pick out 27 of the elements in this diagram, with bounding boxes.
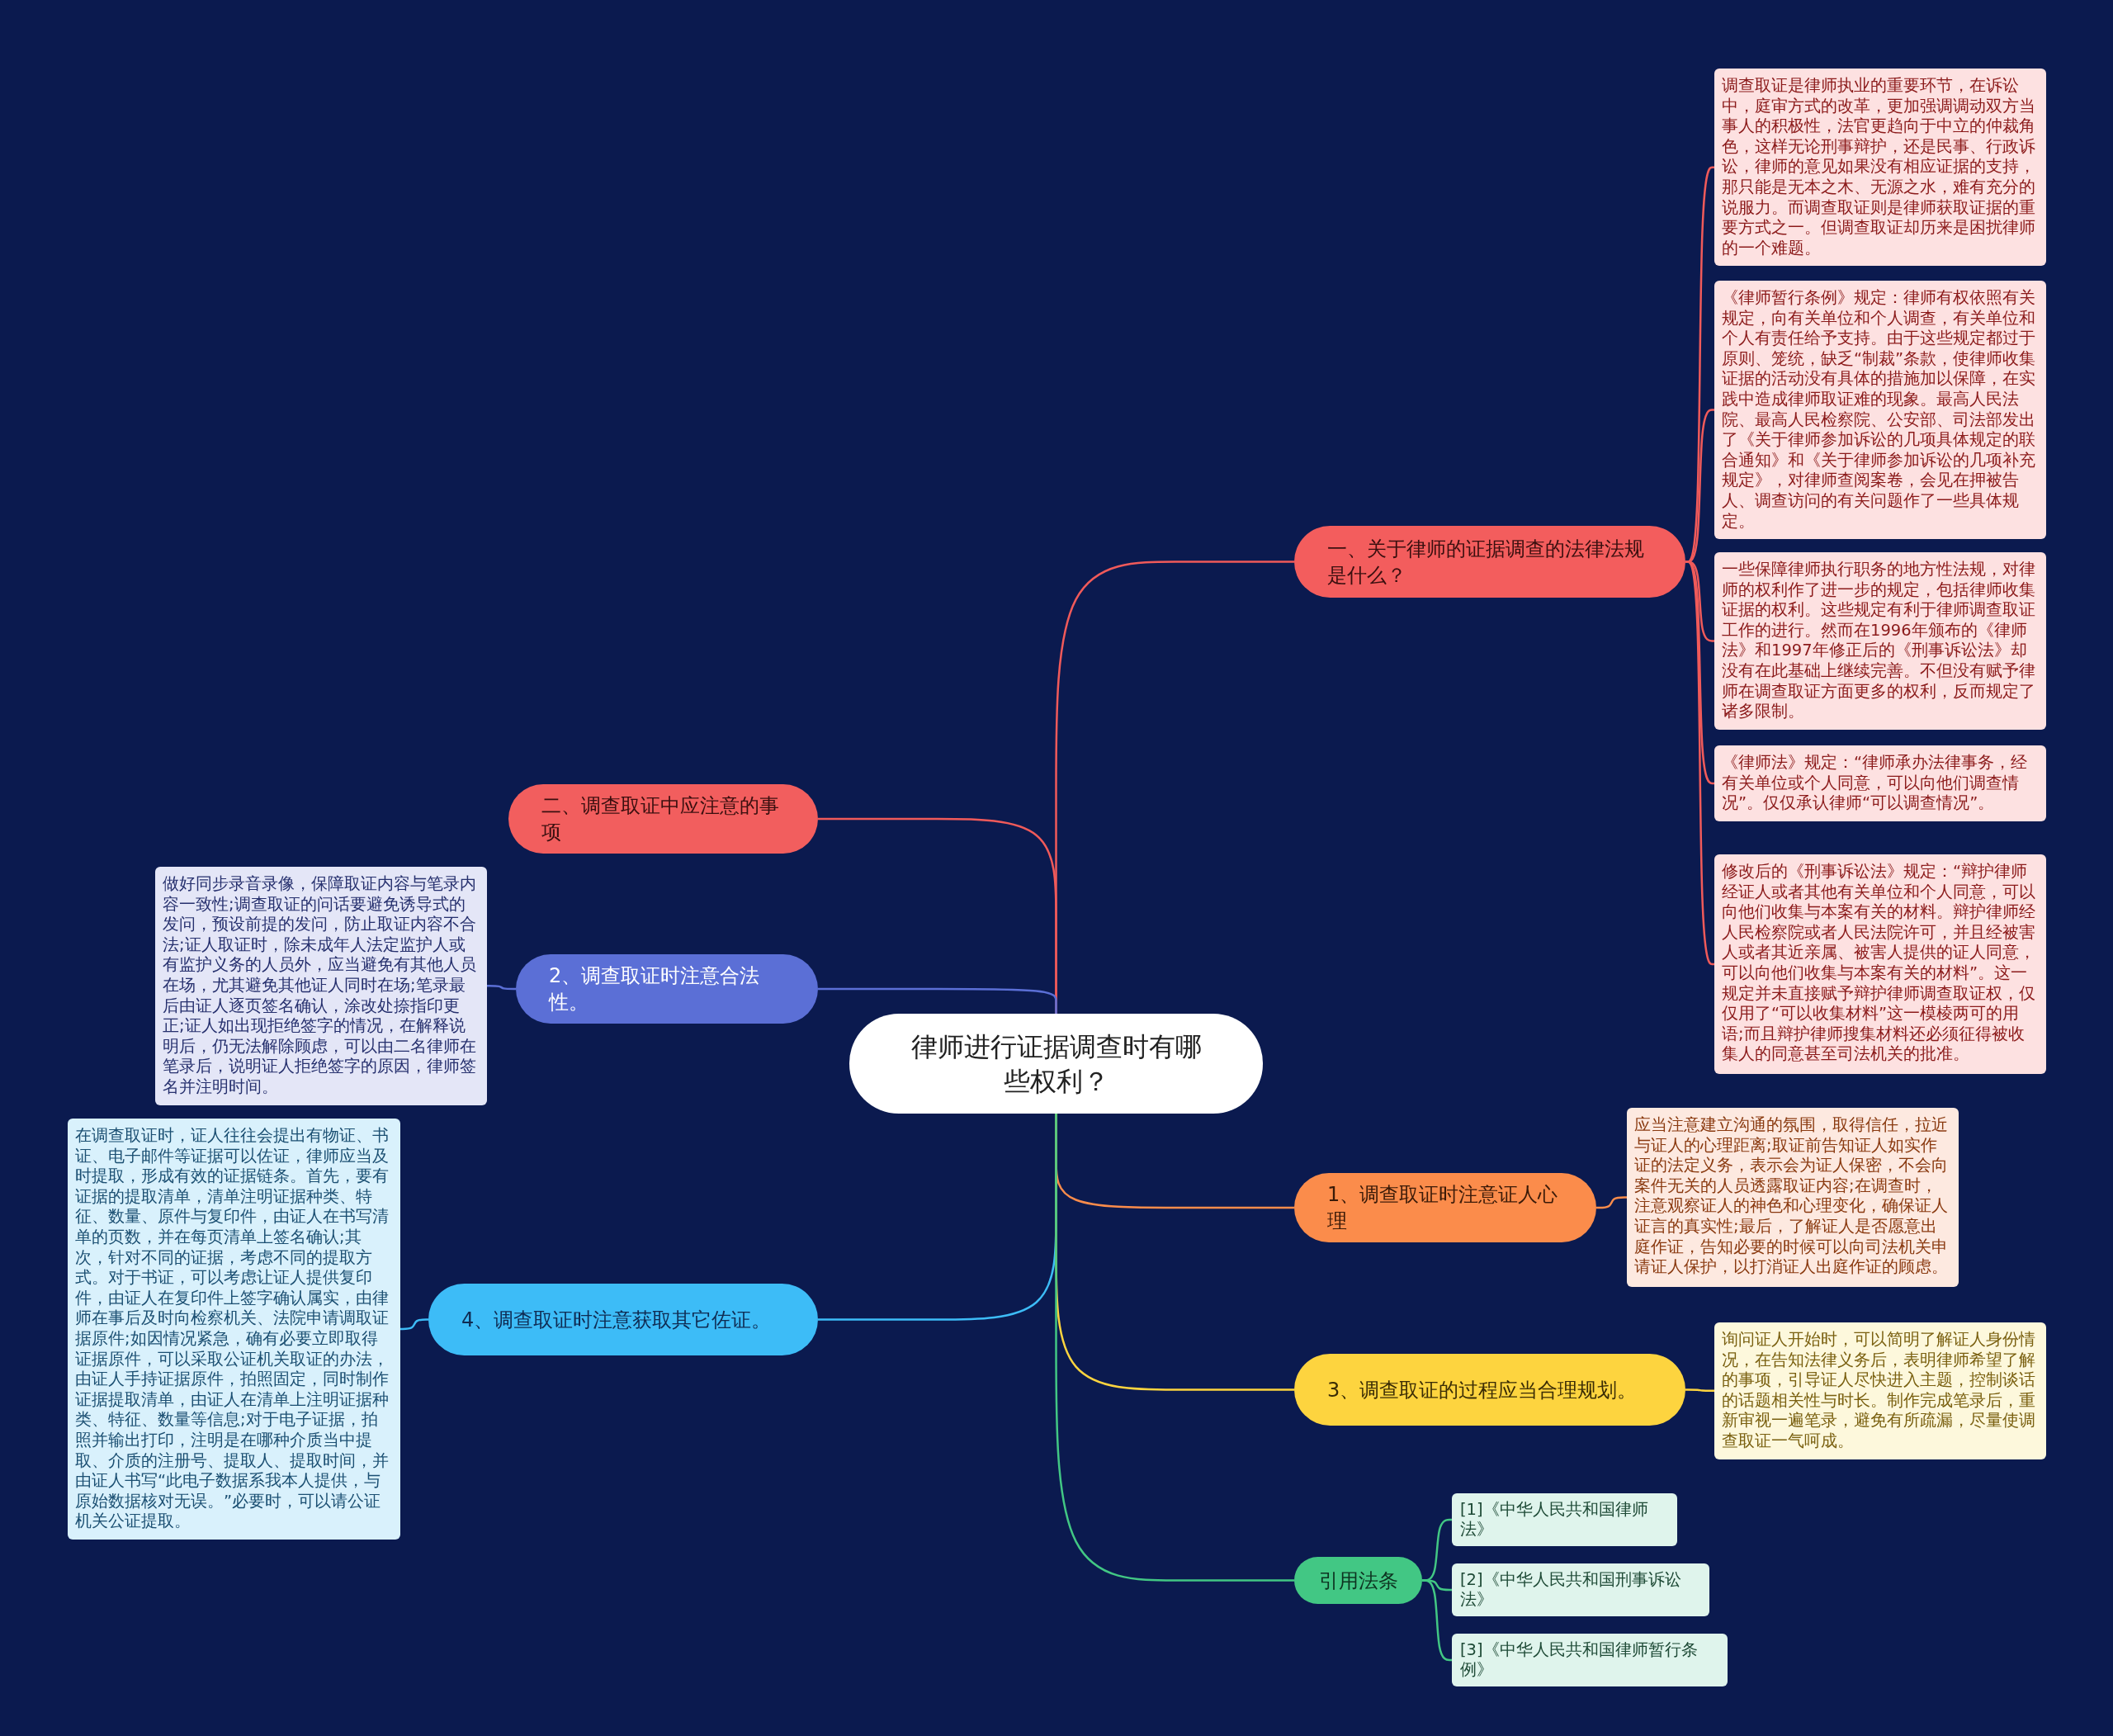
- branch-topic: 4、调查取证时注意获取其它佐证。: [428, 1284, 818, 1355]
- note-card: 在调查取证时，证人往往会提出有物证、书证、电子邮件等证据可以佐证，律师应当及时提取，形成有效的证据链条。首先，要有证据的提取清单，清单注明证据种类、特征、数量、原件与复印件，由证人在书写清单的页数，并在每页清单上签名确认;其次，针对不同的证据，考虑不同的提取方式。对于书证，可以考虑让证人提供复印件，由证人在复印件上签字确认属实，由律师在事后及时向检察机关、法院申请调取证据原件;如因情况紧急，确有必要立即取得证据原件，可以采取公证机关取证的办法，由证人手持证据原件，拍照固定，同时制作证据提取清单，由证人在清单上注明证据种类、特征、数量等信息;对于电子证据，拍照并输出打印，注明是在哪种介质当中提取、介质的注册号、提取人、提取时间，并由证人书写“此电子数据系我本人提供，与原始数据核对无误。”必要时，可以请公证机关公证提取。: [68, 1119, 400, 1540]
- central-topic: 律师进行证据调查时有哪些权利？: [849, 1014, 1263, 1114]
- branch-topic: 一、关于律师的证据调查的法律法规是什么？: [1294, 526, 1685, 598]
- note-card: 做好同步录音录像，保障取证内容与笔录内容一致性;调查取证的问话要避免诱导式的发问，预设前提的发问，防止取证内容不合法;证人取证时，除未成年人法定监护人或有监护义务的人员外，应当避免有其他人员在场，尤其避免其他证人同时在场;笔录最后由证人逐页签名确认，涂改处捺指印更正;证人如出现拒绝签字的情况，在解释说明后，仍无法解除顾虑，可以由二名律师在笔录后，说明证人拒绝签字的原因，律师签名并注明时间。: [155, 867, 487, 1105]
- reference-card: [1]《中华人民共和国律师法》: [1452, 1493, 1677, 1546]
- note-card: 一些保障律师执行职务的地方性法规，对律师的权利作了进一步的规定，包括律师收集证据的权利。这些规定有利于律师调查取证工作的进行。然而在1996年颁布的《律师法》和1997年修正后的《刑事诉讼法》却没有在此基础上继续完善。不但没有赋予律师在调查取证方面更多的权利，反而规定了诸多限制。: [1714, 552, 2046, 730]
- connector-line: [487, 985, 516, 991]
- connector-line: [400, 1318, 428, 1331]
- branch-topic: 引用法条: [1294, 1557, 1422, 1604]
- note-card: 调查取证是律师执业的重要环节，在诉讼中，庭审方式的改革，更加强调调动双方当事人的积极性，法官更趋向于中立的仲裁角色，这样无论刑事辩护，还是民事、行政诉讼，律师的意见如果没有相应证据的支持，那只能是无本之木、无源之水，难有充分的说服力。而调查取证则是律师获取证据的重要方式之一。但调查取证却历来是困扰律师的一个难题。: [1714, 69, 2046, 267]
- note-card: 应当注意建立沟通的氛围，取得信任，拉近与证人的心理距离;取证前告知证人如实作证的法定义务，表示会为证人保密，不会向案件无关的人员透露取证内容;在调查时，注意观察证人的神色和心理变化，确保证人证言的真实性;最后，了解证人是否愿意出庭作证，告知必要的时候可以向司法机关申请证人保护，以打消证人出庭作证的顾虑。: [1627, 1108, 1959, 1287]
- connector-line: [1055, 1114, 1294, 1582]
- note-card: 修改后的《刑事诉讼法》规定：“辩护律师经证人或者其他有关单位和个人同意，可以向他们收集与本案有关的材料。辩护律师经人民检察院或者人民法院许可，并且经被害人或者其近亲属、被害人提供的证人同意，可以向他们收集与本案有关的材料”。这一规定并未直接赋予辩护律师调查取证权，仅仅用了“可以收集材料”这一模棱两可的用语;而且辩护律师搜集材料还必须征得被收集人的同意甚至司法机关的批准。: [1714, 854, 2046, 1074]
- connector-line: [1685, 1388, 1714, 1393]
- reference-card: [3]《中华人民共和国律师暂行条例》: [1452, 1634, 1728, 1686]
- branch-topic: 2、调查取证时注意合法性。: [516, 954, 818, 1024]
- branch-topic: 1、调查取证时注意证人心理: [1294, 1173, 1596, 1242]
- note-card: 询问证人开始时，可以简明了解证人身份情况，在告知法律义务后，表明律师希望了解的事项，引导证人尽快进入主题，控制谈话的话题相关性与时长。制作完成笔录后，重新审视一遍笔录，避免有所疏漏，尽量使调查取证一气呵成。: [1714, 1322, 2046, 1459]
- connector-line: [1596, 1196, 1627, 1209]
- reference-card: [2]《中华人民共和国刑事诉讼法》: [1452, 1563, 1709, 1616]
- connector-line: [818, 987, 1057, 1014]
- note-card: 《律师法》规定：“律师承办法律事务，经有关单位或个人同意，可以向他们调查情况”。仅仅承认律师“可以调查情况”。: [1714, 745, 2046, 821]
- connector-line: [1422, 1579, 1452, 1662]
- note-card: 《律师暂行条例》规定：律师有权依照有关规定，向有关单位和个人调查，有关单位和个人有责任给予支持。由于这些规定都过于原则、笼统，缺乏“制裁”条款，使律师收集证据的活动没有具体的措施加以保障，在实践中造成律师取证难的现象。最高人民法院、最高人民检察院、公安部、司法部发出了《关于律师参加诉讼的几项具体规定的联合通知》和《关于律师参加诉讼的几项补充规定》，对律师查阅案卷，会见在押被告人、调查访问的有关问题作了一些具体规定。: [1714, 281, 2046, 540]
- branch-topic: 二、调查取证中应注意的事项: [508, 784, 818, 854]
- branch-topic: 3、调查取证的过程应当合理规划。: [1294, 1354, 1685, 1426]
